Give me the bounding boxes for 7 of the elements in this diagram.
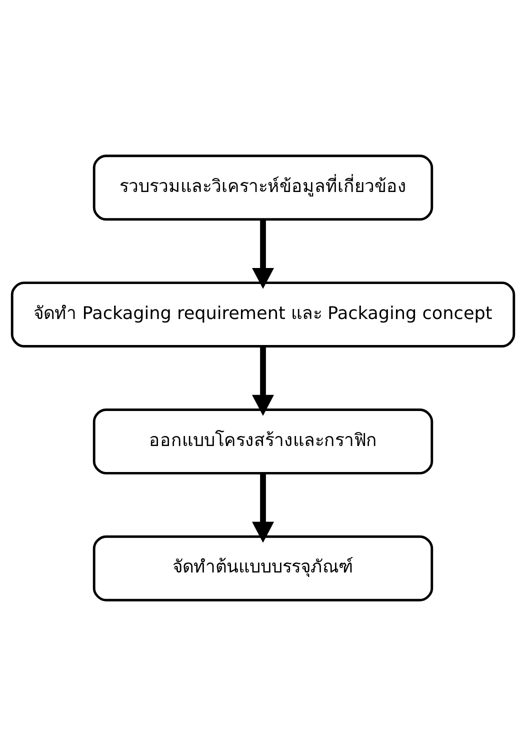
node-box: ออกแบบโครงสร้างและกราฟิก [92, 408, 434, 474]
arrow [252, 346, 274, 416]
arrow [252, 219, 274, 288]
node-box: รวบรวมและวิเคราะห์ข้อมูลที่เกี่ยวข้อง [92, 154, 434, 220]
arrow [252, 472, 274, 542]
node-box: จัดทำ Packaging requirement และ Packaging concept [10, 281, 516, 347]
node-box: จัดทำต้นแบบบรรจุภัณฑ์ [92, 534, 434, 601]
